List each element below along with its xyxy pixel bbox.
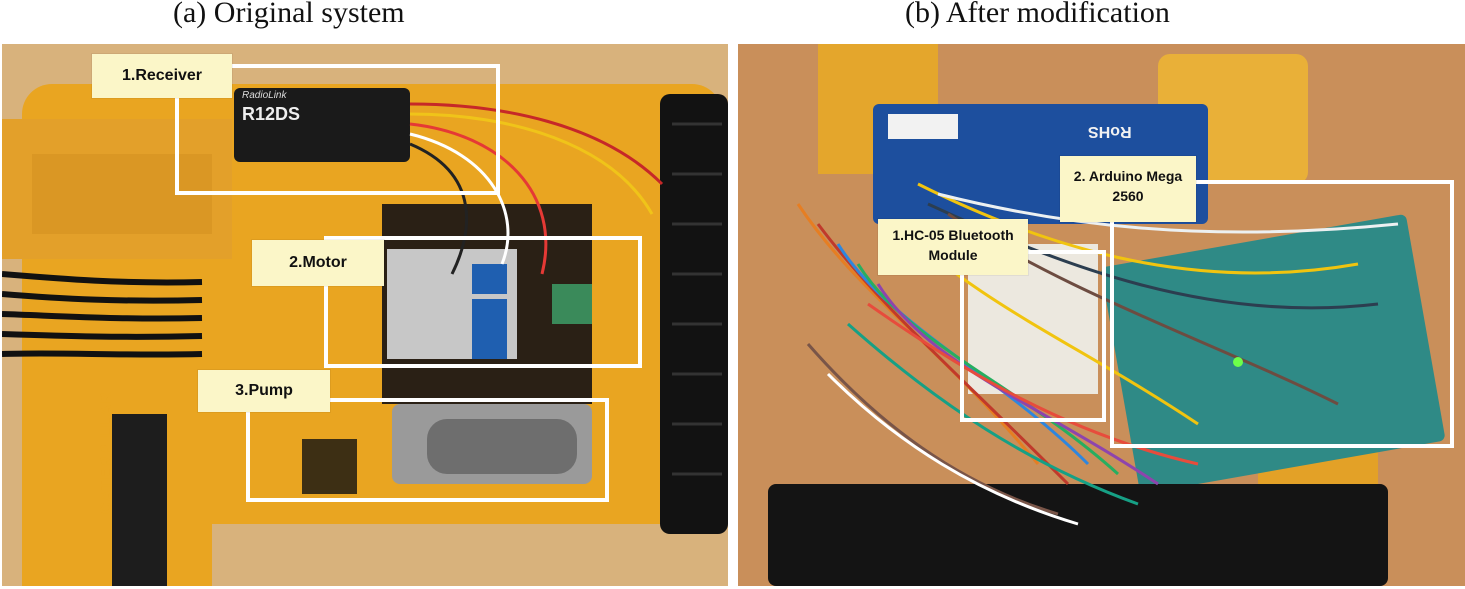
pump-highlight-box: [246, 398, 609, 502]
arduino-mega-label: 2. Arduino Mega 2560: [1060, 156, 1196, 222]
receiver-label: 1.Receiver: [92, 54, 232, 98]
bluetooth-highlight-box: [960, 250, 1106, 422]
bluetooth-module-label: 1.HC-05 Bluetooth Module: [878, 219, 1028, 275]
caption-original-system: (a) Original system: [173, 0, 405, 29]
motor-highlight-box: [324, 236, 642, 368]
bluetooth-label-line2: Module: [928, 247, 978, 263]
arduino-label-line1: 2. Arduino Mega: [1073, 168, 1183, 184]
receiver-model-text: R12DS: [242, 104, 301, 124]
arduino-highlight-box: [1110, 180, 1454, 448]
receiver-brand-text: RadioLink: [242, 90, 287, 101]
arduino-label-line2: 2560: [1112, 188, 1144, 204]
after-modification-photo: RoHS 1.HC-05 Bluetooth Module 2. Arduino…: [738, 44, 1465, 586]
receiver-highlight-box: [175, 64, 500, 195]
caption-after-modification: (b) After modification: [905, 0, 1170, 29]
original-system-photo: RadioLink R12DS CATERPILLAR 1.Receiver 2…: [2, 44, 728, 586]
bluetooth-label-line1: 1.HC-05 Bluetooth: [892, 227, 1014, 243]
motor-label: 2.Motor: [252, 240, 384, 286]
rohs-text: RoHS: [1088, 123, 1132, 140]
original-system-illustration: [2, 44, 728, 586]
after-modification-illustration: [738, 44, 1465, 586]
caterpillar-brand-text: CATERPILLAR: [98, 391, 115, 514]
pump-label: 3.Pump: [198, 370, 330, 412]
